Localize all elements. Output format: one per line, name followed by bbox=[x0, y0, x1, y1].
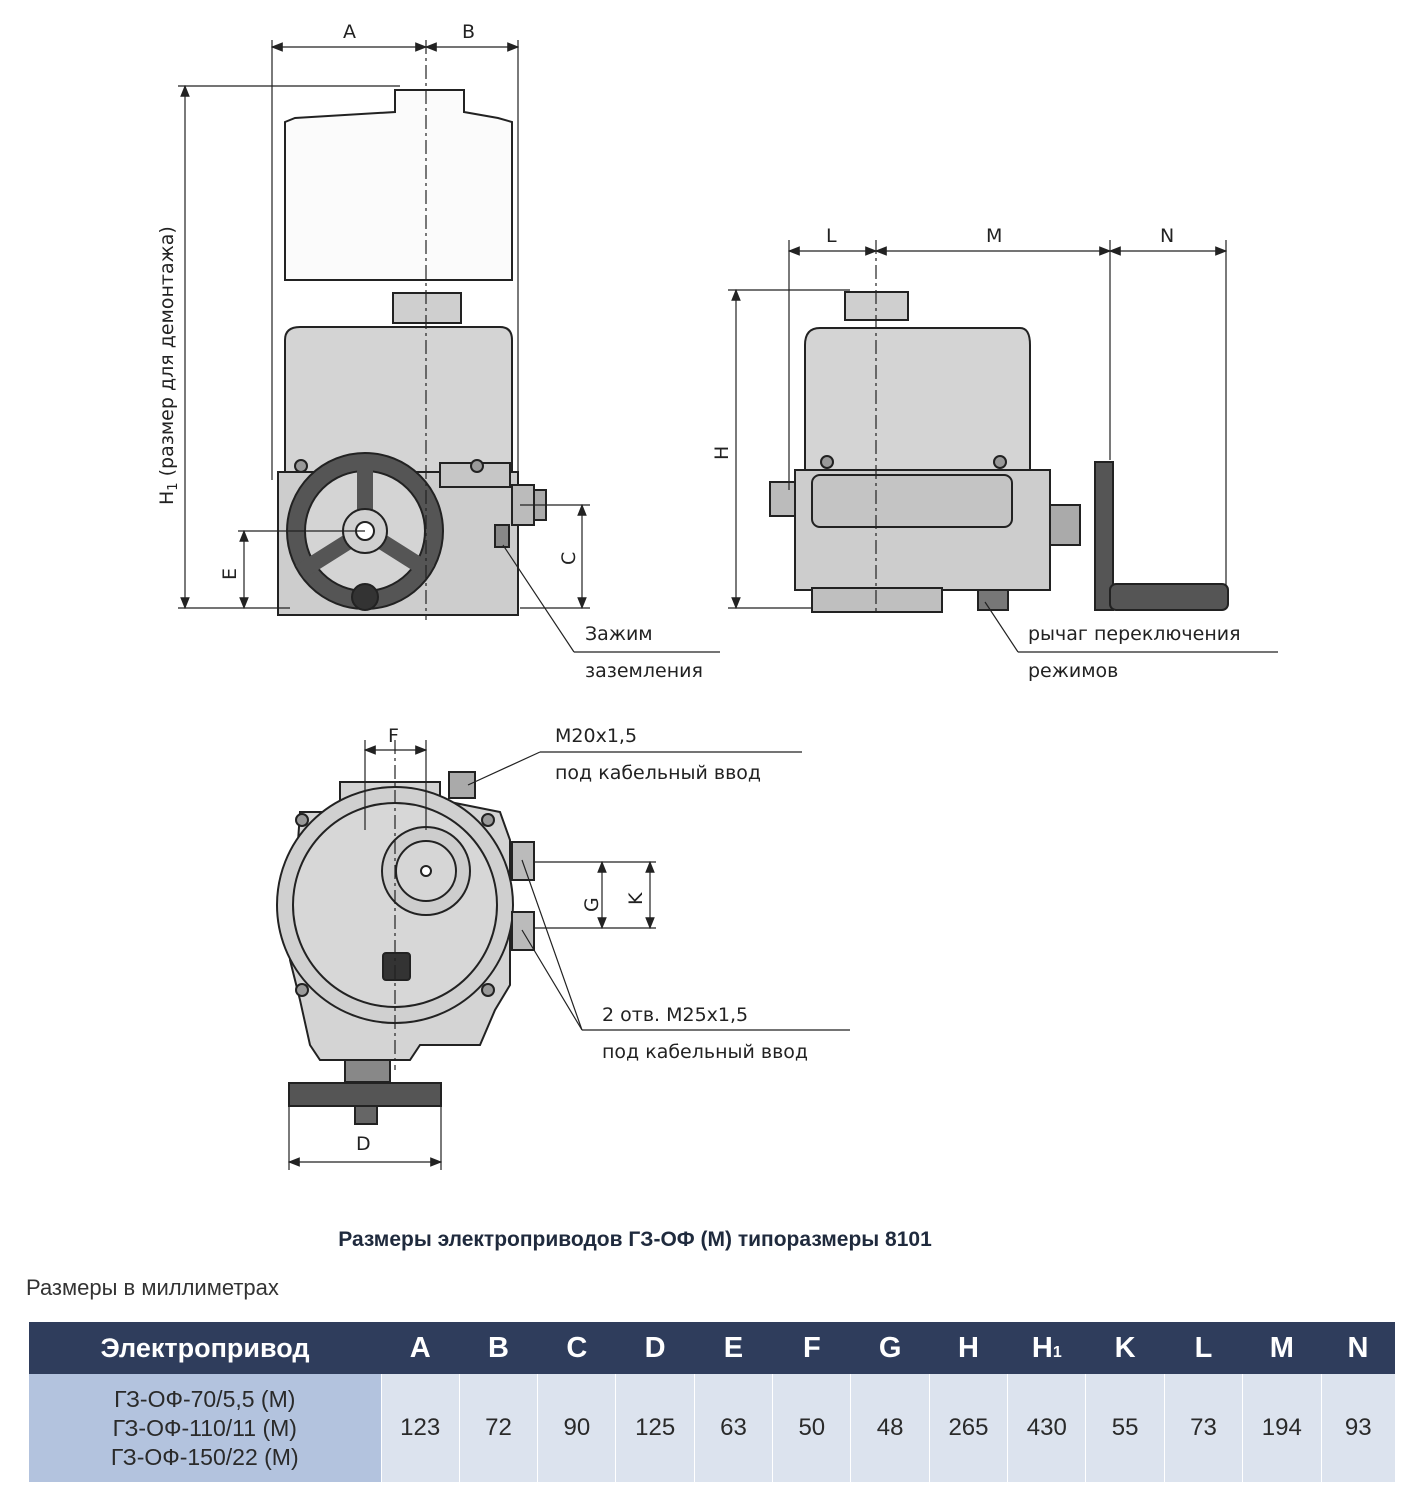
value-d: 125 bbox=[615, 1374, 695, 1482]
header-n: N bbox=[1321, 1322, 1395, 1374]
table-title: Размеры электроприводов ГЗ-ОФ (М) типора… bbox=[338, 1228, 932, 1251]
header-a: A bbox=[381, 1322, 460, 1374]
m20-note-line2: под кабельный ввод bbox=[555, 762, 761, 784]
units-note: Размеры в миллиметрах bbox=[26, 1275, 279, 1300]
lever-note-line2: режимов bbox=[1028, 660, 1118, 682]
model-name: ГЗ-ОФ-110/11 (М) bbox=[112, 1414, 297, 1441]
model-name: ГЗ-ОФ-150/22 (М) bbox=[110, 1443, 299, 1470]
value-b: 72 bbox=[458, 1374, 538, 1482]
value-c: 90 bbox=[537, 1374, 616, 1482]
value-e: 63 bbox=[693, 1374, 773, 1482]
table-row: ГЗ-ОФ-70/5,5 (М) ГЗ-ОФ-110/11 (М) ГЗ-ОФ-… bbox=[29, 1374, 1395, 1482]
value-l: 73 bbox=[1163, 1374, 1243, 1482]
model-cell: ГЗ-ОФ-70/5,5 (М) ГЗ-ОФ-110/11 (М) ГЗ-ОФ-… bbox=[29, 1374, 381, 1482]
lever-note-line1: рычаг переключения bbox=[1028, 623, 1241, 645]
side-view-dimensions bbox=[728, 240, 1278, 653]
top-view-labels: F G K D М20x1,5 под кабельный ввод 2 отв… bbox=[356, 725, 808, 1155]
m25-note-line1: 2 отв. М25x1,5 bbox=[602, 1004, 748, 1026]
dim-label-f: F bbox=[388, 725, 399, 747]
dim-label-c: C bbox=[558, 552, 580, 565]
side-view bbox=[769, 291, 1229, 613]
header-h: H bbox=[929, 1322, 1008, 1374]
value-h1: 430 bbox=[1007, 1374, 1086, 1482]
dimensions-table: Электропривод A B C D E F G H H1 K L M N… bbox=[29, 1322, 1395, 1482]
front-view-labels: A B E C H1 (размер для демонтажа) Зажим … bbox=[156, 21, 703, 682]
ground-note-line1: Зажим bbox=[585, 623, 653, 645]
dim-label-h1: H1 (размер для демонтажа) bbox=[156, 226, 181, 505]
dim-label-l: L bbox=[826, 225, 837, 247]
header-g: G bbox=[850, 1322, 930, 1374]
value-m: 194 bbox=[1242, 1374, 1321, 1482]
header-actuator: Электропривод bbox=[29, 1322, 381, 1374]
dim-label-a: A bbox=[343, 21, 356, 43]
dim-label-h: H bbox=[711, 446, 733, 460]
ground-note-line2: заземления bbox=[585, 660, 703, 682]
side-view-labels: L M N H рычаг переключения режимов bbox=[711, 225, 1241, 682]
value-h: 265 bbox=[928, 1374, 1008, 1482]
table-header-row: Электропривод A B C D E F G H H1 K L M N bbox=[29, 1322, 1395, 1374]
m20-note-line1: М20x1,5 bbox=[555, 725, 637, 747]
value-k: 55 bbox=[1085, 1374, 1165, 1482]
dim-label-k: K bbox=[625, 892, 647, 905]
front-view-dimensions bbox=[178, 40, 720, 653]
top-view bbox=[276, 771, 535, 1125]
value-a: 123 bbox=[380, 1374, 460, 1482]
header-d: D bbox=[615, 1322, 695, 1374]
header-e: E bbox=[694, 1322, 773, 1374]
header-b: B bbox=[459, 1322, 538, 1374]
value-g: 48 bbox=[850, 1374, 930, 1482]
dim-label-n: N bbox=[1160, 225, 1174, 247]
front-view bbox=[277, 89, 547, 616]
dim-label-g: G bbox=[581, 897, 603, 912]
technical-drawing: A B E C H1 (размер для демонтажа) Зажим … bbox=[156, 21, 1278, 1170]
header-l: L bbox=[1164, 1322, 1243, 1374]
header-c: C bbox=[537, 1322, 616, 1374]
header-k: K bbox=[1085, 1322, 1165, 1374]
dim-label-m: M bbox=[986, 225, 1002, 247]
model-name: ГЗ-ОФ-70/5,5 (М) bbox=[114, 1385, 296, 1412]
top-view-dimensions bbox=[287, 740, 850, 1170]
value-f: 50 bbox=[772, 1374, 851, 1482]
m25-note-line2: под кабельный ввод bbox=[602, 1041, 808, 1063]
header-h1: H1 bbox=[1007, 1322, 1086, 1374]
value-n: 93 bbox=[1320, 1374, 1395, 1482]
dim-label-e: E bbox=[219, 568, 241, 580]
dim-label-d: D bbox=[356, 1133, 371, 1155]
header-f: F bbox=[772, 1322, 851, 1374]
dim-label-b: B bbox=[462, 21, 475, 43]
header-m: M bbox=[1242, 1322, 1321, 1374]
